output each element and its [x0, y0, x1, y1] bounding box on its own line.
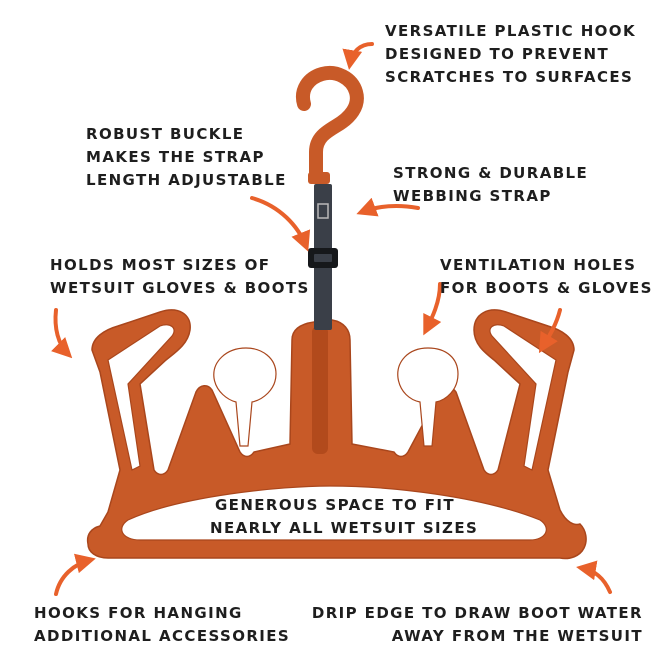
gloves-callout: HOLDS MOST SIZES OF WETSUIT GLOVES & BOO…: [50, 254, 310, 300]
arrow-icon: [423, 282, 442, 336]
hook-callout-line: DESIGNED TO PREVENT: [385, 45, 610, 63]
ventilation-holes: [107, 324, 557, 541]
buckle-callout-line: LENGTH ADJUSTABLE: [86, 171, 287, 189]
arrow-icon: [54, 553, 96, 596]
gloves-callout-line: WETSUIT GLOVES & BOOTS: [50, 279, 310, 297]
gloves-callout-line: HOLDS MOST SIZES OF: [50, 256, 271, 274]
hooks-callout-line: HOOKS FOR HANGING: [34, 604, 243, 622]
buckle-callout-line: MAKES THE STRAP: [86, 148, 265, 166]
strap-stitch: [317, 203, 329, 219]
arrow-icon: [250, 196, 311, 252]
space-callout-line: NEARLY ALL WETSUIT SIZES: [210, 519, 479, 537]
buckle-callout: ROBUST BUCKLE MAKES THE STRAP LENGTH ADJ…: [86, 123, 287, 192]
strap-callout-line: WEBBING STRAP: [393, 187, 552, 205]
arrow-icon: [342, 42, 374, 70]
hook-icon: [296, 66, 364, 183]
hook-callout-line: SCRATCHES TO SURFACES: [385, 68, 634, 86]
space-callout-line: GENEROUS SPACE TO FIT: [214, 496, 456, 514]
strap-callout: STRONG & DURABLE WEBBING STRAP: [393, 162, 588, 208]
hooks-callout: HOOKS FOR HANGING ADDITIONAL ACCESSORIES: [34, 602, 290, 648]
center-spine-slot: [312, 326, 328, 454]
ventilation-callout-line: VENTILATION HOLES: [440, 256, 637, 274]
hooks-callout-line: ADDITIONAL ACCESSORIES: [34, 627, 291, 645]
drip-callout: DRIP EDGE TO DRAW BOOT WATER AWAY FROM T…: [312, 602, 643, 648]
callout-arrows: [51, 42, 612, 596]
ventilation-callout: VENTILATION HOLES FOR BOOTS & GLOVES: [440, 254, 653, 300]
arrow-icon: [51, 308, 73, 359]
hook-callout-line: VERSATILE PLASTIC HOOK: [385, 22, 636, 40]
ventilation-callout-line: FOR BOOTS & GLOVES: [440, 279, 653, 297]
drip-callout-line: AWAY FROM THE WETSUIT: [391, 627, 643, 645]
buckle-callout-line: ROBUST BUCKLE: [86, 125, 245, 143]
buckle-icon: [308, 248, 338, 268]
strap-callout-line: STRONG & DURABLE: [393, 164, 589, 182]
arrow-icon: [538, 308, 562, 354]
space-callout: GENEROUS SPACE TO FIT NEARLY ALL WETSUIT…: [210, 494, 479, 540]
hook-neck: [308, 172, 330, 184]
hook-callout: VERSATILE PLASTIC HOOK DESIGNED TO PREVE…: [385, 20, 636, 89]
arrow-icon: [576, 560, 612, 594]
arrow-icon: [356, 197, 420, 217]
drip-callout-line: DRIP EDGE TO DRAW BOOT WATER: [311, 604, 643, 622]
